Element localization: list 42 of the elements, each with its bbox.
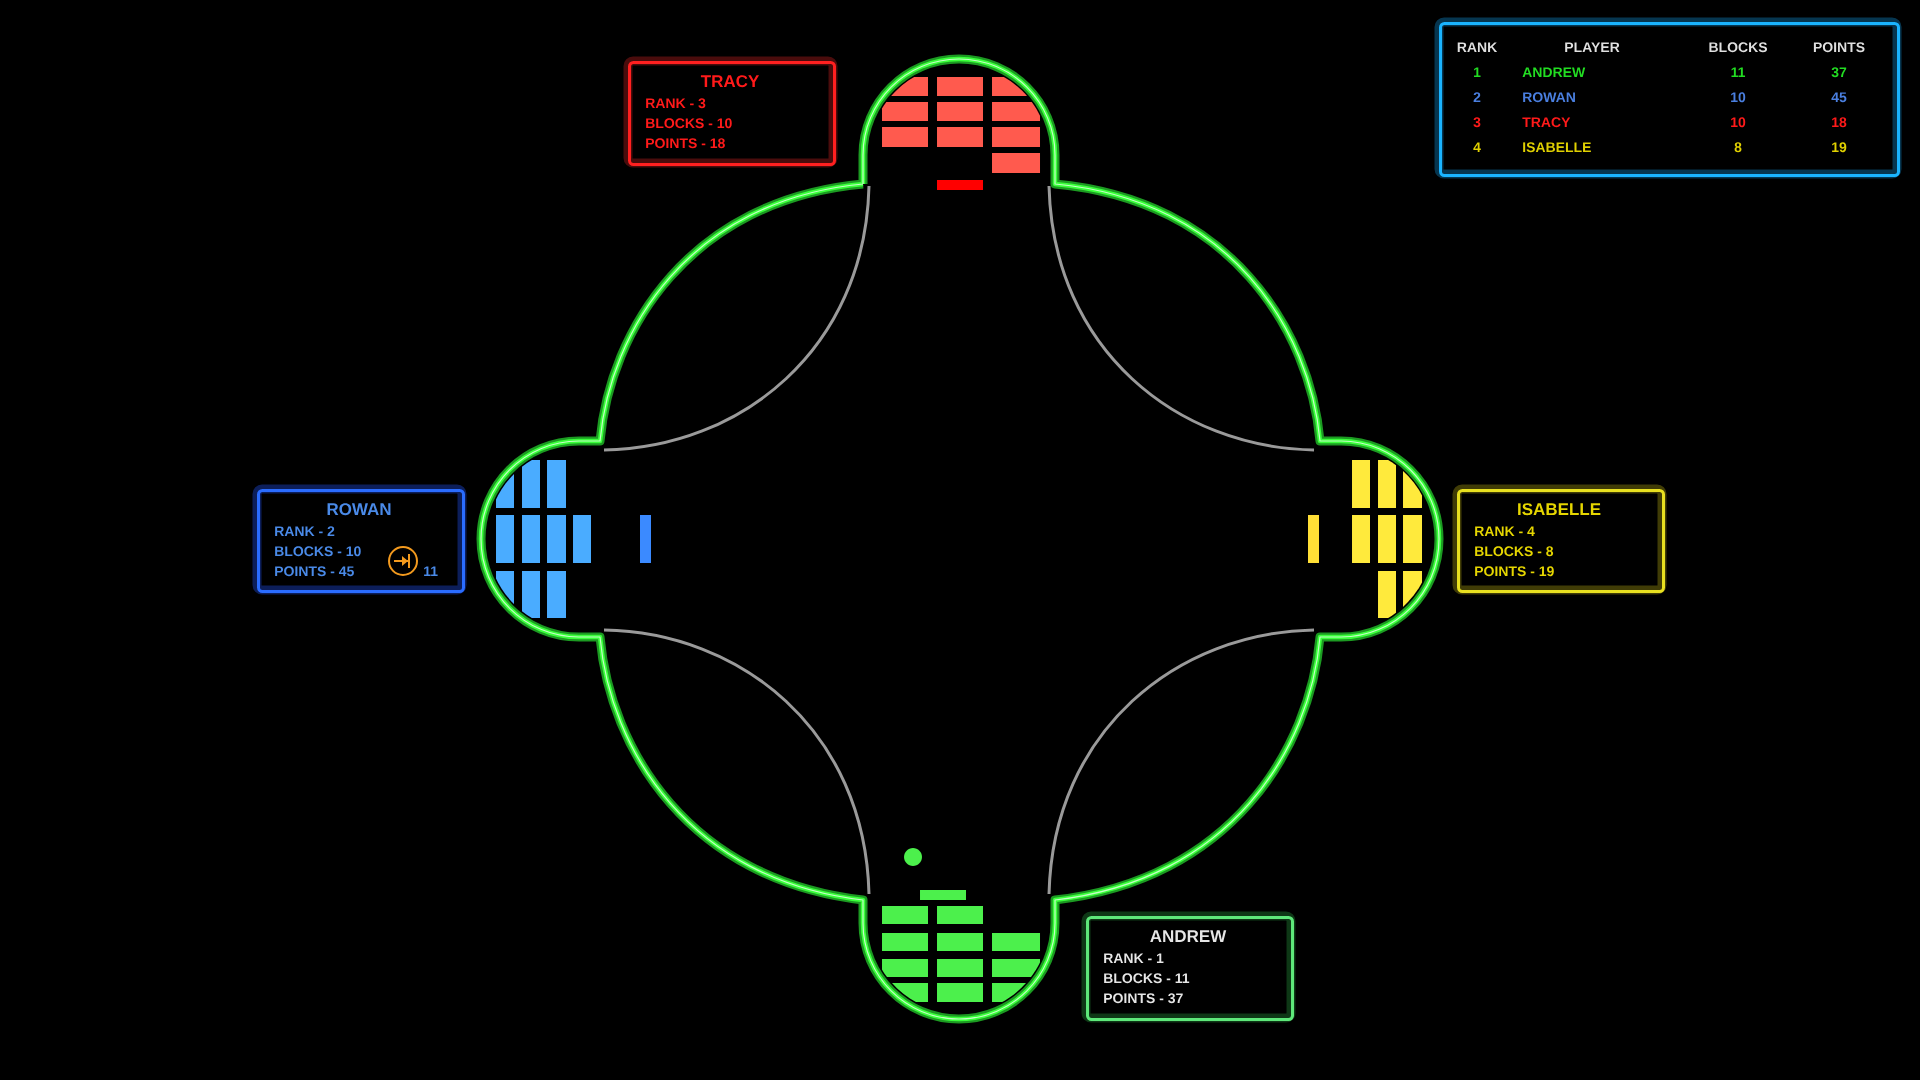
table-cell: 45	[1831, 92, 1847, 103]
scoreboard-panel	[1434, 17, 1902, 179]
table-cell: 4	[1473, 142, 1481, 152]
table-cell: 2	[1473, 92, 1481, 102]
table-cell: 10	[1731, 117, 1746, 128]
table-cell: 8	[1734, 142, 1742, 153]
stat-text: BLOCKS - 11	[1104, 973, 1190, 984]
table-cell: 3	[1473, 117, 1481, 128]
table-cell: 37	[1831, 67, 1847, 78]
table-cell: ROWAN	[1523, 92, 1575, 103]
stat-text: RANK - 4	[1475, 526, 1535, 536]
count-text: 11	[424, 566, 438, 576]
table-cell: 1	[1474, 67, 1481, 77]
player-panel	[252, 484, 467, 595]
table-cell: TRACY	[1522, 117, 1571, 128]
table-cell: 11	[1731, 67, 1746, 77]
stat-text: RANK - 1	[1104, 953, 1164, 963]
stat-text: POINTS - 45	[275, 566, 354, 577]
table-header: POINTS	[1813, 42, 1865, 53]
player-panel	[1452, 484, 1667, 595]
stat-text: BLOCKS - 10	[275, 546, 361, 557]
table-header: RANK	[1457, 42, 1498, 52]
stat-text: BLOCKS - 8	[1475, 546, 1554, 557]
stat-text: RANK - 2	[275, 526, 335, 536]
stat-text: POINTS - 19	[1475, 566, 1554, 577]
player-name: ISABELLE	[1518, 503, 1601, 516]
table-cell: 18	[1832, 117, 1847, 128]
player-name: ANDREW	[1150, 930, 1227, 942]
table-header: BLOCKS	[1709, 42, 1768, 53]
stat-text: POINTS - 18	[646, 138, 725, 149]
stat-text: RANK - 3	[646, 98, 706, 109]
player-panel	[623, 56, 838, 168]
table-cell: ISABELLE	[1523, 142, 1591, 153]
stat-text: POINTS - 37	[1104, 993, 1183, 1004]
stat-text: BLOCKS - 10	[646, 118, 732, 129]
table-cell: ANDREW	[1522, 67, 1586, 77]
table-cell: 10	[1731, 92, 1746, 103]
table-cell: 19	[1832, 142, 1847, 153]
table-header: PLAYER	[1565, 42, 1620, 52]
player-name: TRACY	[700, 75, 759, 88]
player-name: ROWAN	[327, 503, 391, 516]
player-panel	[1081, 911, 1296, 1023]
